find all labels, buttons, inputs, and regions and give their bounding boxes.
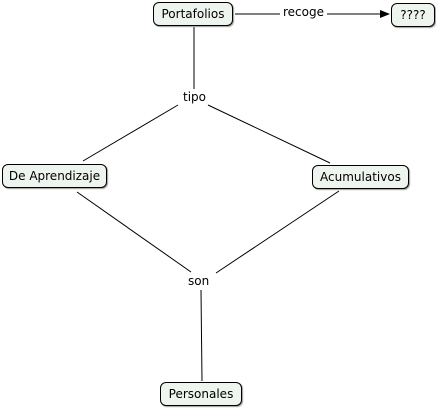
concept-acumulativos[interactable]: Acumulativos	[312, 165, 409, 189]
line-de-aprendizaje-son	[76, 191, 192, 273]
linking-phrase-son: son	[186, 274, 212, 288]
concept-portafolios[interactable]: Portafolios	[153, 2, 233, 26]
concept-unknown[interactable]: ????	[391, 3, 435, 27]
concept-personales[interactable]: Personales	[160, 382, 242, 406]
concept-de-aprendizaje[interactable]: De Aprendizaje	[2, 164, 107, 188]
linking-phrase-recoge: recoge	[281, 5, 326, 19]
line-acumulativos-son	[215, 190, 340, 274]
line-tipo-acumulativos	[207, 104, 331, 164]
linking-phrase-tipo: tipo	[181, 90, 208, 104]
line-son-personales	[200, 289, 203, 382]
line-tipo-de-aprendizaje	[82, 104, 179, 162]
